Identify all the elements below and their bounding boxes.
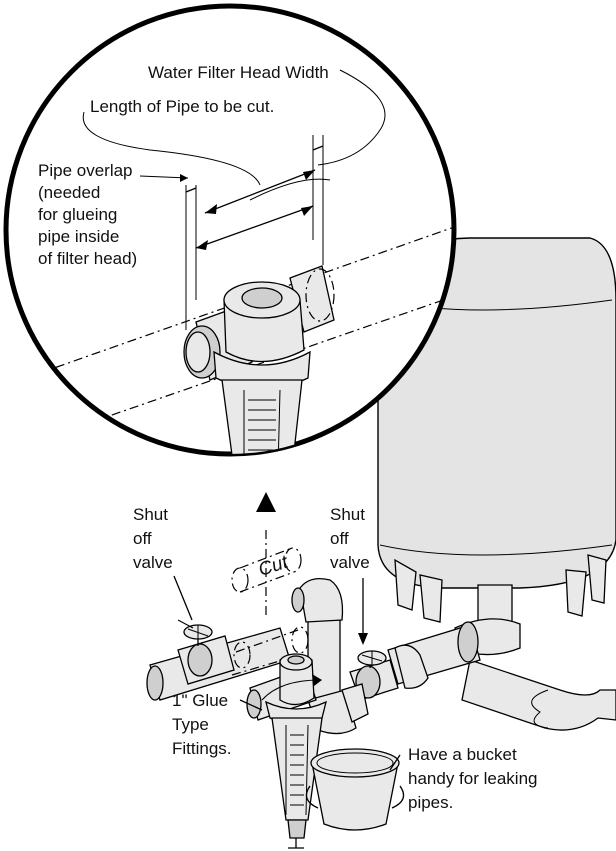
glue-fittings-label-2: Type — [172, 715, 209, 734]
bucket-label-1: Have a bucket — [408, 745, 517, 764]
shutoff-right-label-2: off — [330, 529, 349, 548]
glue-fittings-label-3: Fittings. — [172, 739, 232, 758]
pipe-overlap-label-5: of filter head) — [38, 249, 137, 268]
vertical-riser — [291, 577, 369, 735]
shutoff-left-label-3: valve — [133, 553, 173, 572]
pipe-overlap-label-1: Pipe overlap — [38, 161, 133, 180]
shutoff-right-label-1: Shut — [330, 505, 365, 524]
shutoff-right-label-3: valve — [330, 553, 370, 572]
cut-label: Cut — [256, 552, 291, 581]
cut-segment-outline — [231, 492, 302, 615]
filter-spring — [290, 734, 304, 806]
labels: Water Filter Head Width Length of Pipe t… — [38, 63, 537, 812]
shutoff-left-label-2: off — [133, 529, 152, 548]
bucket-label-2: handy for leaking — [408, 769, 537, 788]
filter-head-width-label: Water Filter Head Width — [148, 63, 329, 82]
pipe-overlap-label-4: pipe inside — [38, 227, 119, 246]
pipe-overlap-label-2: (needed — [38, 183, 100, 202]
pipe-overlap-label-3: for glueing — [38, 205, 117, 224]
left-pipe-and-valve — [146, 619, 309, 701]
bucket-label-3: pipes. — [408, 793, 453, 812]
shutoff-left-label-1: Shut — [133, 505, 168, 524]
bucket — [305, 748, 405, 831]
up-arrow-icon — [256, 492, 276, 512]
glue-fittings-label-1: 1" Glue — [172, 691, 228, 710]
leader-lines — [173, 575, 401, 771]
main-pipe-run — [349, 618, 616, 731]
magnified-view — [3, 3, 457, 457]
pressure-tank — [377, 237, 616, 628]
pipe-length-label: Length of Pipe to be cut. — [90, 97, 274, 116]
water-filter — [246, 653, 327, 849]
